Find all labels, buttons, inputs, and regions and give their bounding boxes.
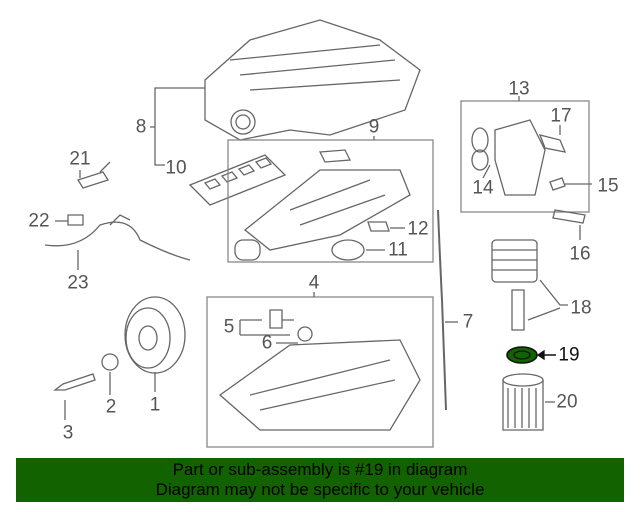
cooler-bolt-part[interactable]: [511, 289, 525, 331]
leader-5: [239, 319, 290, 336]
washer-part[interactable]: [101, 353, 119, 371]
callout-13[interactable]: 13: [508, 78, 530, 100]
leader-8: [150, 87, 205, 166]
oil-cooler-part[interactable]: [491, 239, 538, 283]
oil-pan-part[interactable]: [218, 339, 421, 431]
callout-15[interactable]: 15: [597, 175, 619, 197]
callout-12[interactable]: 12: [407, 218, 429, 240]
lower-manifold-box: [227, 139, 434, 263]
crank-pulley-part[interactable]: [124, 296, 186, 374]
drain-plug-part[interactable]: [269, 309, 294, 329]
callout-17[interactable]: 17: [550, 105, 572, 127]
intake-gasket-part[interactable]: [188, 154, 287, 206]
callout-23[interactable]: 23: [67, 272, 89, 294]
banner-line-1: Part or sub-assembly is #19 in diagram: [172, 460, 468, 479]
sensor-17-part[interactable]: [538, 134, 567, 153]
harness-23-part[interactable]: [44, 214, 191, 261]
callout-18[interactable]: 18: [570, 297, 592, 319]
banner-line-2: Diagram may not be specific to your vehi…: [155, 480, 485, 499]
callout-16[interactable]: 16: [569, 243, 591, 265]
bolt-16-part[interactable]: [552, 209, 586, 224]
sensor-21-part[interactable]: [77, 161, 111, 189]
callout-20[interactable]: 20: [556, 391, 578, 413]
oil-filter-housing-box: [460, 100, 590, 213]
dipstick-part[interactable]: [437, 209, 447, 411]
bolt-15-part[interactable]: [549, 177, 592, 191]
callout-6[interactable]: 6: [261, 332, 273, 354]
callout-21[interactable]: 21: [69, 148, 91, 170]
gasket-11-part[interactable]: [331, 239, 365, 261]
callout-4[interactable]: 4: [308, 272, 320, 294]
callout-2[interactable]: 2: [105, 396, 117, 418]
drain-gasket-part[interactable]: [297, 326, 313, 342]
callout-22[interactable]: 22: [28, 210, 50, 232]
callout-1[interactable]: 1: [149, 394, 161, 416]
callout-7[interactable]: 7: [462, 311, 474, 333]
callout-19-highlighted[interactable]: 19: [558, 344, 580, 366]
callout-11[interactable]: 11: [388, 239, 408, 261]
callout-14[interactable]: 14: [472, 177, 494, 199]
callout-3[interactable]: 3: [62, 422, 74, 444]
info-banner: Part or sub-assembly is #19 in diagram D…: [16, 458, 624, 502]
callout-8[interactable]: 8: [135, 116, 147, 138]
oil-filter-housing-part[interactable]: [471, 119, 546, 196]
oil-filter-gasket-part-highlighted[interactable]: [506, 346, 538, 364]
leader-18: [527, 279, 568, 321]
oil-filter-part[interactable]: [502, 373, 544, 431]
callout-10[interactable]: 10: [165, 157, 187, 179]
oil-pan-box: [206, 296, 434, 448]
lower-manifold-part[interactable]: [234, 149, 411, 261]
gasket-12-part[interactable]: [367, 221, 390, 232]
bolt-3-part[interactable]: [53, 373, 96, 391]
callout-9[interactable]: 9: [368, 116, 380, 138]
intake-manifold-part[interactable]: [204, 19, 421, 141]
callout-5[interactable]: 5: [223, 316, 235, 338]
bolt-22-part[interactable]: [67, 214, 84, 226]
